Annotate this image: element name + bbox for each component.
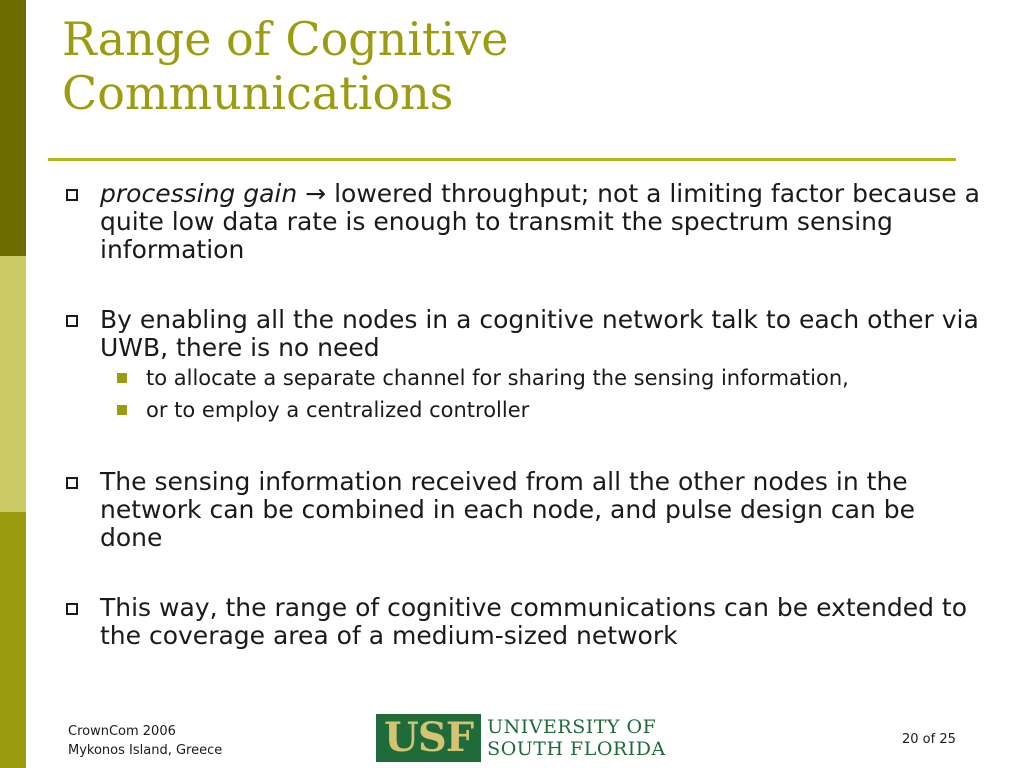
- usf-logo-mark: USF: [376, 714, 482, 762]
- hollow-square-bullet-icon: [66, 603, 78, 615]
- bullet-sensing-information: The sensing information received from al…: [62, 468, 982, 552]
- usf-logo-line1: UNIVERSITY OF: [487, 716, 657, 738]
- usf-logo-line2: SOUTH FLORIDA: [487, 738, 666, 760]
- arrow-icon: →: [305, 179, 327, 208]
- side-bar-light: [0, 256, 26, 512]
- slide-title-line2: Communications: [62, 66, 454, 120]
- filled-square-bullet-icon: [117, 373, 127, 383]
- slide-title: Range of Cognitive Communications: [62, 12, 508, 120]
- footer-conference-location: Mykonos Island, Greece: [68, 743, 223, 758]
- bullet-uwb-nodes: By enabling all the nodes in a cognitive…: [62, 306, 982, 362]
- bullet-text: This way, the range of cognitive communi…: [100, 593, 968, 650]
- bullet-text: By enabling all the nodes in a cognitive…: [100, 305, 979, 362]
- side-bar-accent: [0, 512, 26, 768]
- sub-bullet-centralized-controller: or to employ a centralized controller: [62, 398, 982, 422]
- hollow-square-bullet-icon: [66, 477, 78, 489]
- footer-conference-name: CrownCom 2006: [68, 724, 176, 739]
- filled-square-bullet-icon: [117, 405, 127, 415]
- bullet-text: lowered throughput; not a limiting facto…: [100, 179, 980, 264]
- sub-bullet-separate-channel: to allocate a separate channel for shari…: [62, 366, 982, 390]
- slide-content: processing gain → lowered throughput; no…: [62, 180, 982, 692]
- bullet-range-extension: This way, the range of cognitive communi…: [62, 594, 982, 650]
- usf-logo: USF UNIVERSITY OF SOUTH FLORIDA: [376, 714, 666, 762]
- hollow-square-bullet-icon: [66, 315, 78, 327]
- side-bar-dark: [0, 0, 26, 256]
- hollow-square-bullet-icon: [66, 189, 78, 201]
- slide-title-line1: Range of Cognitive: [62, 12, 509, 66]
- bullet-text: The sensing information received from al…: [100, 467, 916, 552]
- footer-conference: CrownCom 2006 Mykonos Island, Greece: [68, 722, 222, 760]
- bullet-emphasis: processing gain: [100, 179, 298, 208]
- bullet-processing-gain: processing gain → lowered throughput; no…: [62, 180, 982, 264]
- title-divider: [48, 158, 956, 161]
- sub-bullet-text: to allocate a separate channel for shari…: [146, 366, 849, 390]
- sub-bullet-text: or to employ a centralized controller: [146, 398, 530, 422]
- usf-logo-wordmark: UNIVERSITY OF SOUTH FLORIDA: [487, 716, 666, 760]
- page-number: 20 of 25: [902, 732, 956, 747]
